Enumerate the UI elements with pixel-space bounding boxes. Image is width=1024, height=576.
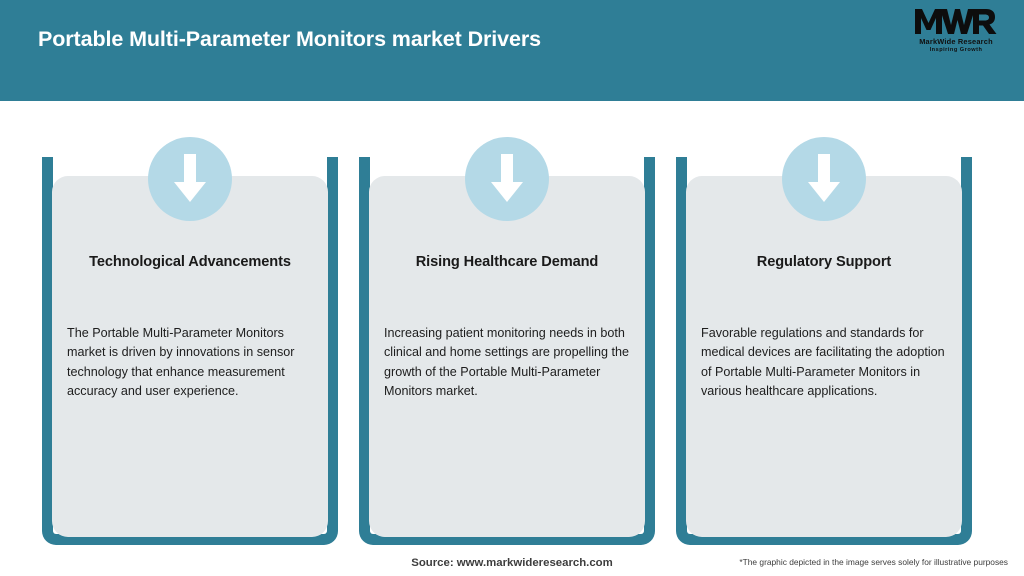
down-arrow-icon <box>782 137 866 221</box>
mwr-logo-icon <box>915 9 997 34</box>
card-title: Rising Healthcare Demand <box>415 254 599 270</box>
down-arrow-icon <box>465 137 549 221</box>
down-arrow-glyph <box>174 154 206 202</box>
card-body-text: Favorable regulations and standards for … <box>701 326 945 399</box>
card-title: Technological Advancements <box>89 254 291 270</box>
card-body-text: Increasing patient monitoring needs in b… <box>384 326 630 399</box>
card-panel: Regulatory Support Favorable regulations… <box>686 176 962 537</box>
logo-company-name: MarkWide Research <box>919 37 993 46</box>
logo-tagline: Inspiring Growth <box>929 47 983 53</box>
driver-card-1: Technological Advancements The Portable … <box>42 101 359 551</box>
down-arrow-glyph <box>808 154 840 202</box>
down-arrow-icon <box>148 137 232 221</box>
card-panel: Rising Healthcare Demand Increasing pati… <box>369 176 645 537</box>
page-title: Portable Multi-Parameter Monitors market… <box>38 27 541 51</box>
card-title: Regulatory Support <box>756 254 892 270</box>
down-arrow-glyph <box>491 154 523 202</box>
card-panel: Technological Advancements The Portable … <box>52 176 328 537</box>
brand-logo: MarkWide Research Inspiring Growth <box>904 6 1008 60</box>
driver-card-3: Regulatory Support Favorable regulations… <box>676 101 993 551</box>
card-bracket <box>42 157 338 545</box>
disclaimer-note: *The graphic depicted in the image serve… <box>739 557 1008 567</box>
page-header: Portable Multi-Parameter Monitors market… <box>0 0 1024 101</box>
card-bracket <box>359 157 655 545</box>
card-body-text: The Portable Multi-Parameter Monitors ma… <box>67 326 295 399</box>
source-label: Source: www.markwideresearch.com <box>411 557 613 569</box>
driver-card-2: Rising Healthcare Demand Increasing pati… <box>359 101 676 551</box>
drivers-board: Technological Advancements The Portable … <box>0 101 1024 576</box>
card-bracket <box>676 157 972 545</box>
